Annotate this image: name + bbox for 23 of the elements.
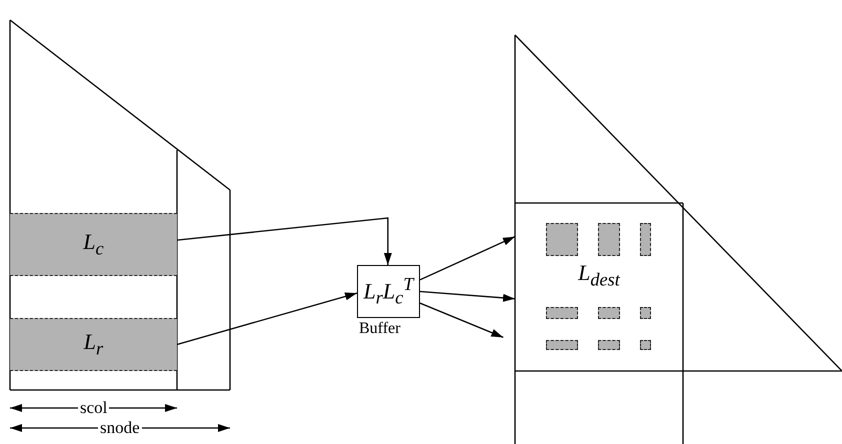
arrow [176,217,392,265]
buffer-box [357,265,420,318]
matrix-block [546,223,578,256]
matrix-block [640,307,651,319]
matrix-block [546,340,578,350]
matrix-block [640,223,651,256]
matrix-block [598,340,620,350]
arrow [420,302,504,338]
matrix-block [640,340,651,350]
matrix-label: L$_{r}$ [84,331,104,358]
arrow [420,290,516,302]
matrix-block [598,223,620,256]
matrix-block [10,318,177,371]
arrow [176,292,358,346]
matrix-block [598,307,620,319]
dimension-label: snode [98,419,142,436]
matrix-label: L$_{c}$ [83,231,104,258]
matrix-block [10,213,177,276]
arrow [420,236,516,280]
dimension-label: scol [78,399,110,416]
matrix-block [546,307,578,319]
matrix-label: L$_{dest}$ [578,262,620,289]
node-label: Buffer [359,320,400,338]
